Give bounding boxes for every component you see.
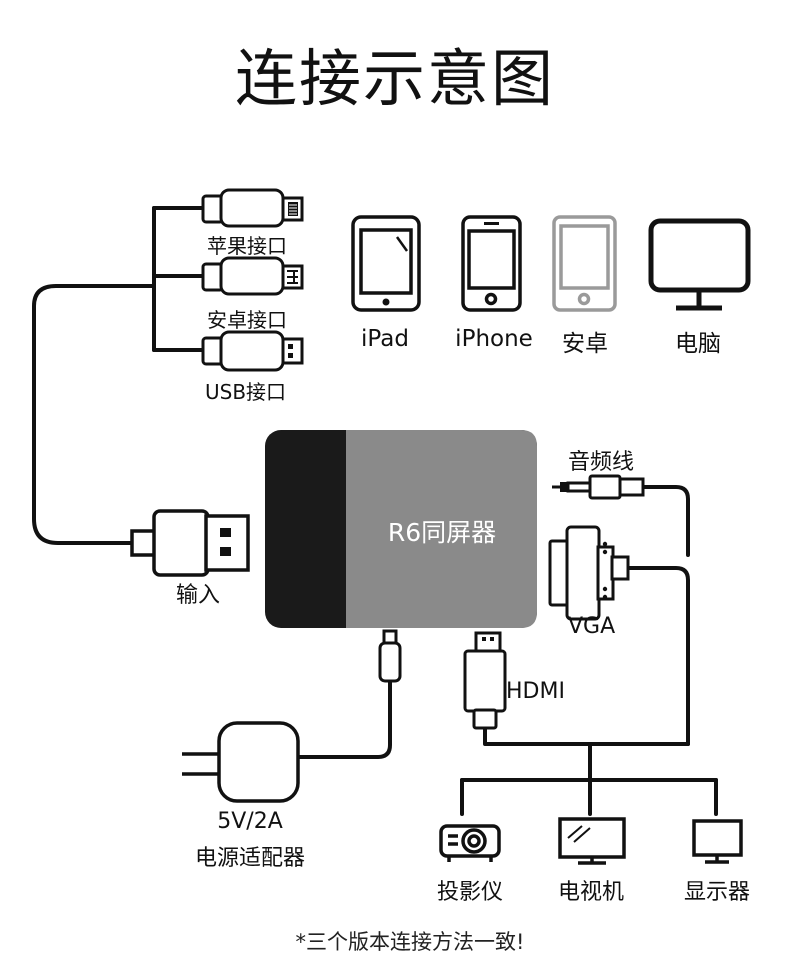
vga-connector-icon	[548, 525, 630, 621]
hdmi-cable	[483, 726, 690, 746]
usb-port-label: USB接口	[205, 380, 287, 404]
output-label-display: 显示器	[683, 880, 751, 905]
audio-jack-icon	[552, 474, 645, 500]
hub-name: R6同屏器	[387, 518, 497, 547]
tv-icon	[558, 817, 626, 865]
usb-connector-icon	[201, 330, 304, 372]
iphone-icon	[461, 215, 522, 312]
apple-port-label: 苹果接口	[207, 234, 287, 258]
apple-connector-icon	[201, 188, 304, 228]
display-icon	[692, 819, 743, 864]
power-adapter-label: 电源适配器	[194, 846, 306, 871]
vga-label: VGA	[568, 614, 616, 639]
device-label-android: 安卓	[562, 331, 608, 357]
input-cable	[32, 284, 156, 545]
power-adapter-icon	[182, 721, 300, 803]
audio-label: 音频线	[568, 450, 635, 475]
computer-monitor-icon	[648, 218, 751, 311]
power-spec-label: 5V/2A	[217, 809, 283, 834]
input-label: 输入	[175, 583, 221, 608]
device-label-iphone: iPhone	[455, 326, 533, 352]
projector-icon	[439, 824, 501, 862]
android-phone-icon	[552, 215, 617, 312]
vga-cable	[626, 566, 690, 746]
ipad-icon	[351, 215, 421, 312]
page-title: 连接示意图	[234, 42, 556, 115]
micro-usb-plug-icon	[378, 629, 402, 683]
usb-input-plug-icon	[130, 509, 250, 577]
hdmi-plug-icon	[463, 631, 507, 730]
android-port-label: 安卓接口	[207, 308, 287, 332]
power-cable	[296, 678, 392, 759]
output-label-projector: 投影仪	[436, 880, 504, 905]
footnote: *三个版本连接方法一致!	[295, 930, 525, 954]
hdmi-label: HDMI	[506, 679, 565, 704]
device-label-computer: 电脑	[675, 331, 721, 357]
hub-device	[265, 430, 537, 628]
device-label-ipad: iPad	[361, 326, 409, 352]
output-label-tv: 电视机	[557, 880, 625, 905]
audio-cable	[641, 485, 690, 557]
